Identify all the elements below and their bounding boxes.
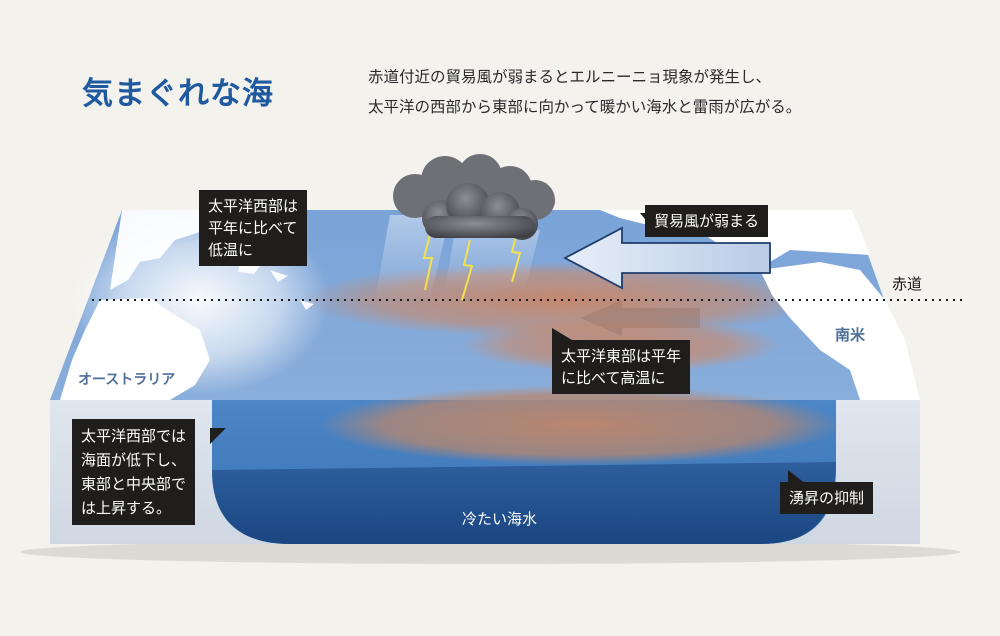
equator-label: 赤道 bbox=[892, 275, 923, 293]
callout-west-cool-line-3: 低温に bbox=[208, 241, 254, 259]
south-america-land bbox=[760, 262, 920, 400]
callout-east-warm-line-1: 太平洋東部は平年 bbox=[561, 347, 682, 365]
storm-cloud bbox=[393, 154, 555, 240]
warm-water-section bbox=[320, 385, 840, 465]
callout-west-cool-line-2: 平年に比べて bbox=[208, 219, 298, 237]
lightning-bolt-3 bbox=[510, 227, 522, 283]
lightning-bolt-2 bbox=[461, 239, 474, 301]
callout-east-warm-line-2: に比べて高温に bbox=[561, 369, 666, 387]
description: 赤道付近の貿易風が弱まるとエルニーニョ現象が発生し、 太平洋の西部から東部に向か… bbox=[368, 62, 801, 122]
callout-west-cool: 太平洋西部は 平年に比べて 低温に bbox=[199, 190, 308, 266]
description-line-1: 赤道付近の貿易風が弱まるとエルニーニョ現象が発生し、 bbox=[368, 68, 772, 86]
lightning-bolt-1 bbox=[422, 234, 434, 291]
callout-west-cool-line-1: 太平洋西部は bbox=[208, 197, 299, 215]
australia-label: オーストラリア bbox=[78, 372, 176, 388]
lightning-bolts bbox=[422, 227, 522, 301]
callout-trade-wind-line-1: 貿易風が弱まる bbox=[654, 212, 760, 230]
callout-upwelling: 湧昇の抑制 bbox=[780, 482, 874, 514]
ground-shadow bbox=[20, 540, 960, 564]
callout-sea-level: 太平洋西部では 海面が低下し、 東部と中央部で は上昇する。 bbox=[72, 419, 196, 525]
callout-upwelling-line-1: 湧昇の抑制 bbox=[789, 489, 865, 507]
callout-sea-level-line-1: 太平洋西部では bbox=[81, 427, 187, 445]
callout-trade-wind: 貿易風が弱まる bbox=[645, 205, 769, 237]
description-line-2: 太平洋の西部から東部に向かって暖かい海水と雷雨が広がる。 bbox=[368, 98, 802, 116]
callout-sea-level-line-3: 東部と中央部で bbox=[81, 475, 187, 493]
cold-water-label: 冷たい海水 bbox=[462, 510, 538, 528]
callout-sea-level-line-4: は上昇する。 bbox=[81, 499, 172, 517]
page-title: 気まぐれな海 bbox=[82, 76, 274, 112]
trade-wind-arrow bbox=[563, 226, 771, 290]
landmasses bbox=[60, 210, 920, 400]
asia-land bbox=[110, 210, 210, 290]
trade-wind-arrow-shadow bbox=[580, 300, 700, 336]
islands bbox=[238, 262, 314, 310]
callout-sea-level-line-2: 海面が低下し、 bbox=[81, 451, 187, 469]
south-america-label: 南米 bbox=[835, 326, 866, 344]
australia-land bbox=[60, 298, 210, 400]
callout-east-warm: 太平洋東部は平年 に比べて高温に bbox=[552, 340, 691, 394]
cold-deep-water bbox=[212, 462, 836, 544]
